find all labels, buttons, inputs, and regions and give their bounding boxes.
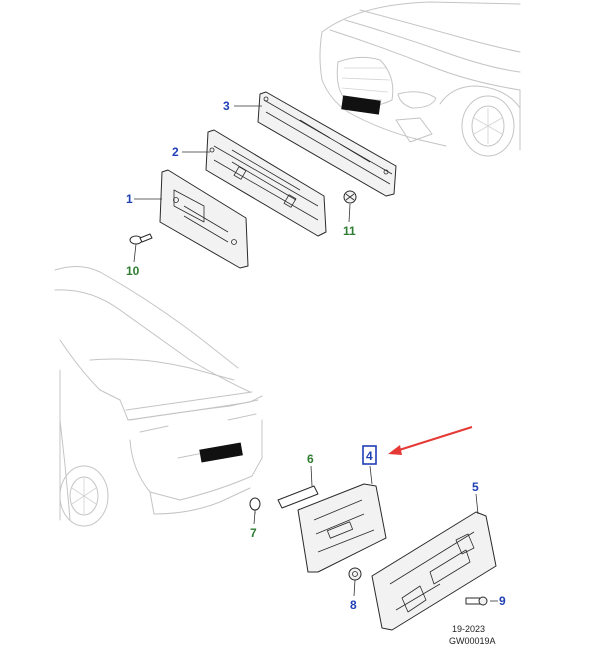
callout-4: 4 [366, 449, 373, 463]
callout-9: 9 [499, 594, 506, 608]
callout-1: 1 [126, 192, 133, 206]
callout-3: 3 [223, 99, 230, 113]
part-4-rear-plate-bracket [297, 483, 387, 573]
part-7-pin [249, 497, 261, 514]
red-pointer-arrow [388, 426, 473, 455]
callout-10: 10 [126, 264, 140, 278]
callout-8: 8 [350, 598, 357, 612]
part-1-front-plate-bracket [159, 169, 249, 269]
callout-4-highlight-box [362, 445, 377, 465]
part-10-screw [129, 233, 153, 245]
reference-code: GW00019A [449, 636, 496, 646]
callout-7: 7 [250, 526, 257, 540]
leader-lines [133, 105, 498, 602]
callout-6: 6 [307, 452, 314, 466]
part-3-front-mounting-bracket [257, 91, 397, 197]
rear-license-plate-silhouette [199, 442, 243, 463]
callout-5: 5 [472, 480, 479, 494]
callouts: 1 2 3 4 5 6 7 8 9 10 11 [126, 99, 506, 612]
part-2-front-plate-base [205, 129, 327, 237]
front-vehicle-illustration [319, 1, 521, 157]
callout-2: 2 [172, 145, 179, 159]
part-11-clip [343, 190, 357, 204]
part-8-clip [348, 567, 362, 581]
part-9-screw [465, 596, 488, 606]
diagram-reference: 19-2023 GW00019A [449, 624, 496, 646]
front-license-plate-silhouette [341, 95, 381, 115]
callout-11: 11 [343, 224, 356, 238]
part-6-adhesive-strip [277, 485, 319, 509]
part-5-rear-mounting-bracket [371, 511, 497, 631]
reference-date: 19-2023 [452, 624, 485, 634]
rear-vehicle-illustration [54, 266, 263, 527]
